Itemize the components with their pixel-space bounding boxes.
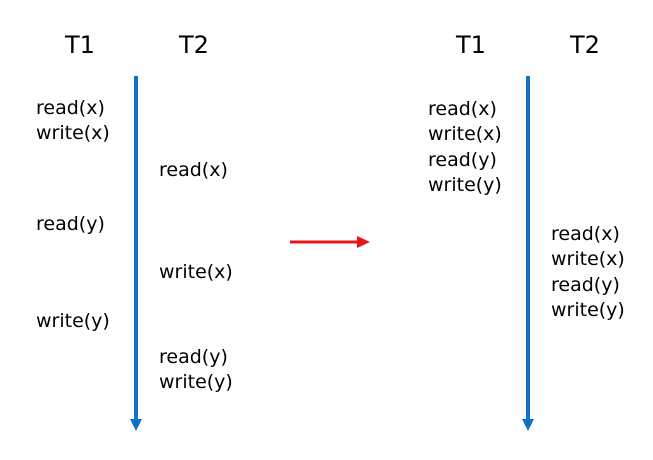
right-t2-op-write-y: write(y) [551,299,625,321]
left-t2-op-read-x: read(x) [159,159,228,181]
left-t1-op-read-y: read(y) [36,213,105,235]
left-timeline-arrowhead [130,419,142,431]
left-header-t2: T2 [179,31,209,59]
left-t1-op-read-x: read(x) [36,97,105,119]
right-timeline-arrowhead [522,419,534,431]
left-t2-op-write-x: write(x) [159,261,233,283]
left-t2-op-write-y: write(y) [159,371,233,393]
right-t1-op-write-y: write(y) [428,174,502,196]
left-t2-op-read-y: read(y) [159,346,228,368]
left-t1-op-write-y: write(y) [36,310,110,332]
right-t1-op-read-y: read(y) [428,149,497,171]
left-t1-op-write-x: write(x) [36,122,110,144]
right-t2-op-read-x: read(x) [551,223,620,245]
right-header-t2: T2 [570,31,600,59]
left-header-t1: T1 [65,31,95,59]
transform-arrowhead [357,236,370,248]
right-t1-op-read-x: read(x) [428,98,497,120]
right-t2-op-write-x: write(x) [551,248,625,270]
right-t2-op-read-y: read(y) [551,274,620,296]
right-header-t1: T1 [456,31,486,59]
right-t1-op-write-x: write(x) [428,123,502,145]
